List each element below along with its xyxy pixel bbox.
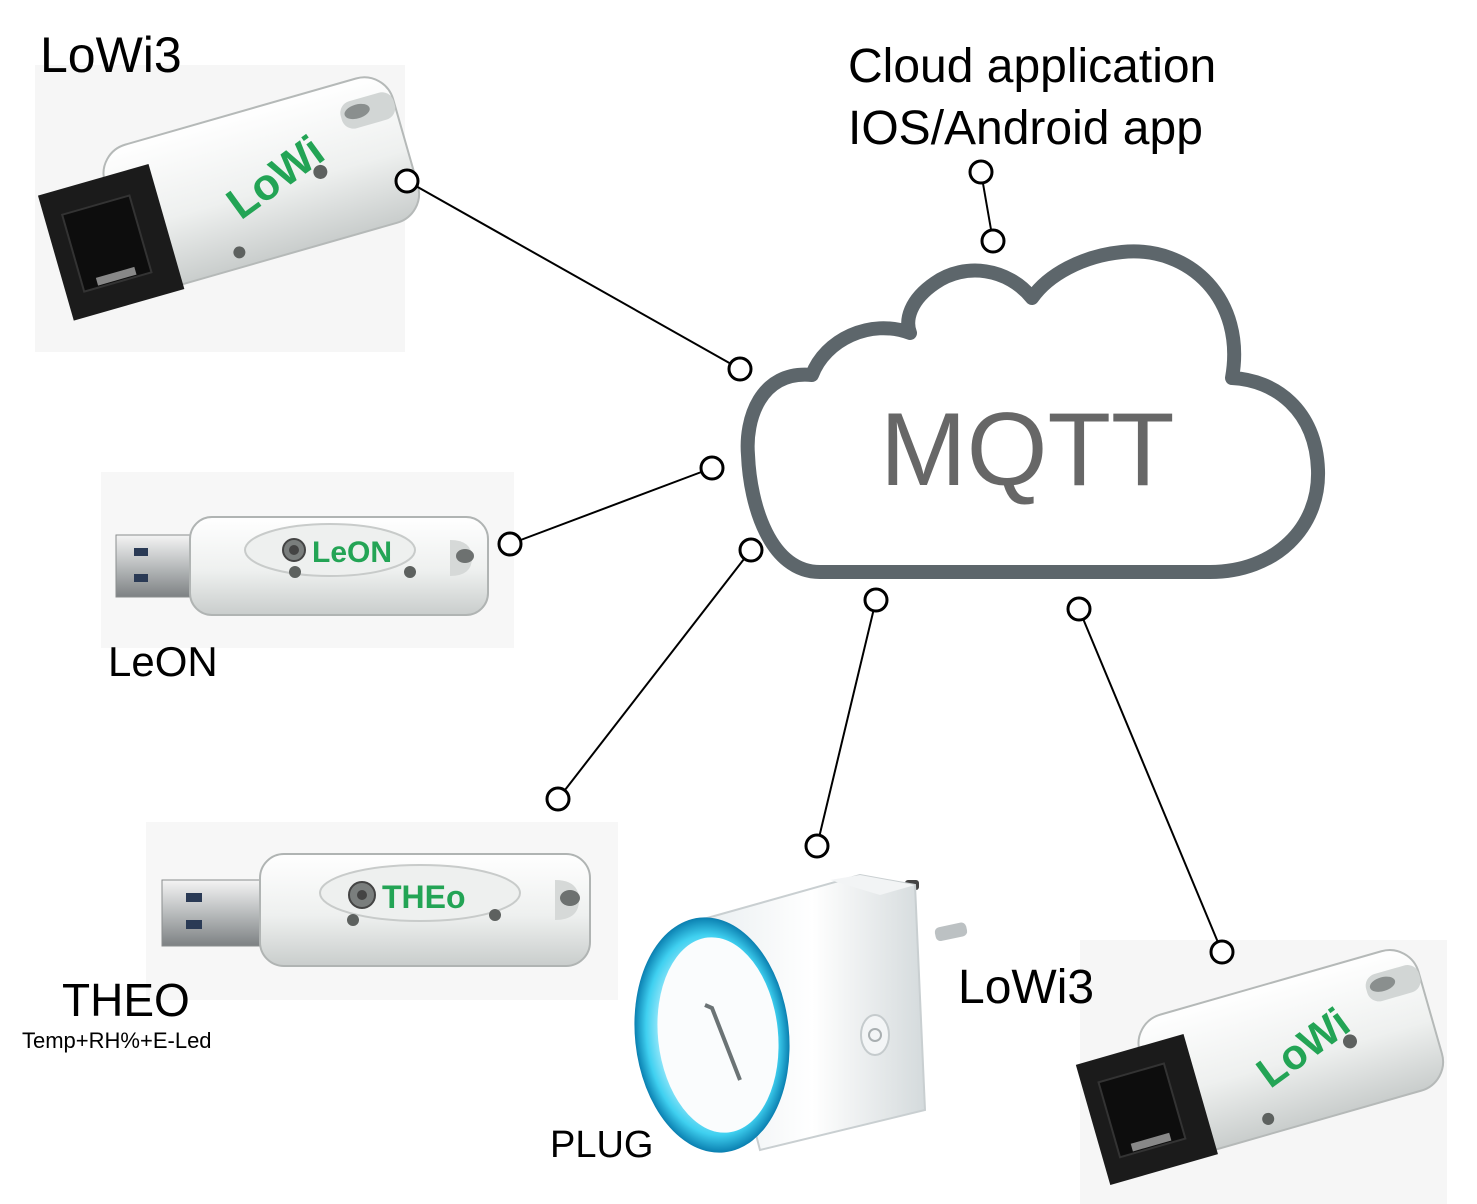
connector-node [545, 786, 571, 812]
connector-node [804, 833, 830, 859]
cloud-app-line1: Cloud application [848, 40, 1217, 93]
cloud-app-line2: IOS/Android app [848, 102, 1203, 156]
connector-line-lowi3-top [406, 180, 741, 370]
connectors [394, 159, 1235, 965]
lowi3-bottom-label: LoWi3 [958, 961, 1095, 1014]
lowi-dongle-top-icon: LoWi [37, 76, 421, 321]
connector-node [738, 537, 764, 563]
connector-node [863, 587, 889, 613]
connector-node [497, 531, 523, 557]
leon-brand-text: LeON [312, 536, 392, 569]
cloud-app-label: Cloud application IOS/Android app [848, 36, 1216, 161]
connector-node [980, 228, 1006, 254]
lowi-dongle-bottom-icon: LoWi [1075, 949, 1445, 1186]
connector-node [1066, 596, 1092, 622]
mqtt-label: MQTT [880, 392, 1175, 508]
connector-line-theo [557, 549, 752, 800]
theo-usb-stick-icon: THEo [161, 853, 591, 967]
connector-line-plug [816, 599, 877, 847]
theo-label: THEO [62, 974, 190, 1026]
leon-usb-stick-icon: LeON [115, 516, 489, 616]
theo-sub-label: Temp+RH%+E-Led [22, 1028, 212, 1053]
theo-brand-text: THEo [382, 879, 466, 915]
connector-node [727, 356, 753, 382]
mqtt-cloud-icon [740, 244, 1326, 579]
connector-node [968, 159, 994, 185]
lowi3-top-label: LoWi3 [40, 27, 182, 83]
leon-label: LeON [108, 638, 218, 685]
plug-label: PLUG [550, 1124, 654, 1166]
connector-node [699, 455, 725, 481]
connector-node [394, 168, 420, 194]
connector-line-lowi3-bottom [1078, 608, 1223, 953]
smart-plug-icon [634, 873, 968, 1153]
connector-node [1209, 939, 1235, 965]
connector-line-leon [509, 467, 713, 545]
